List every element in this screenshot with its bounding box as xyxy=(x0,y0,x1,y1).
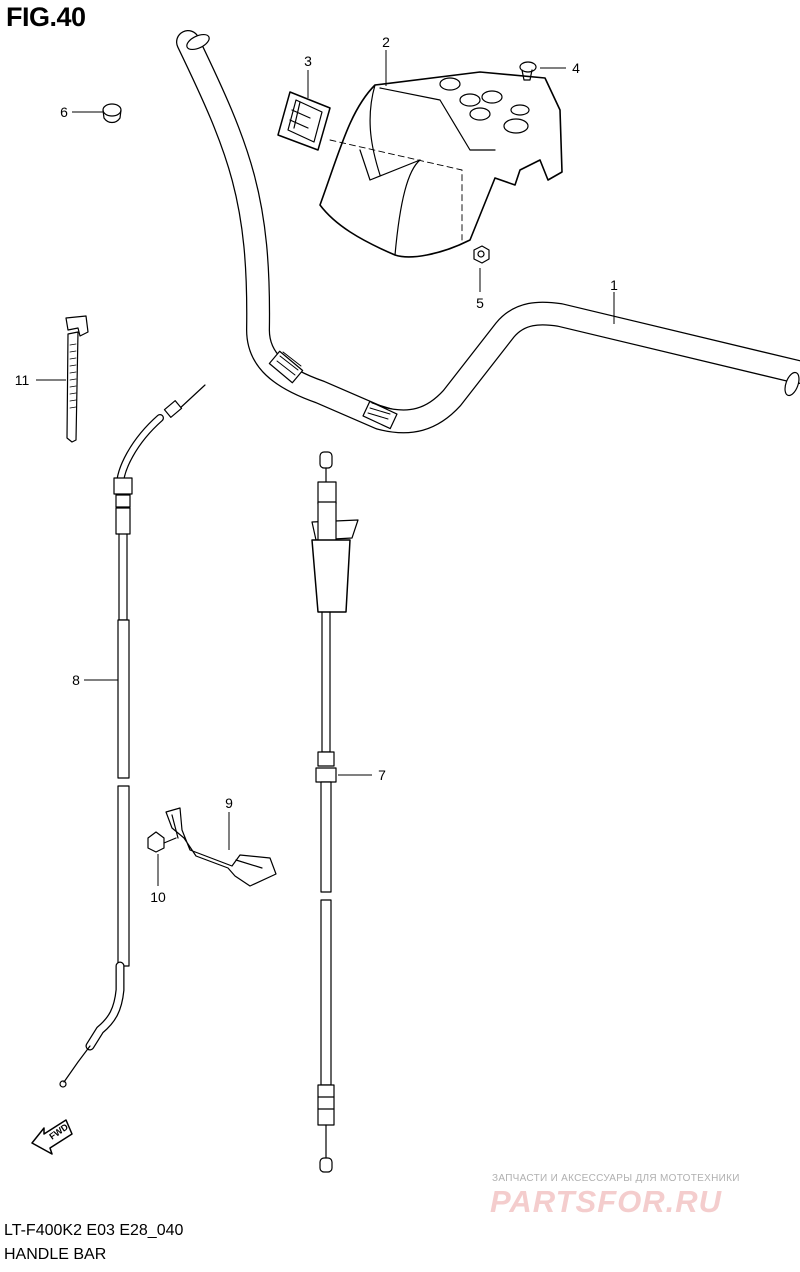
callout-7: 7 xyxy=(378,767,386,783)
brake-cable-drawing xyxy=(59,384,206,1088)
figure-title: FIG.40 xyxy=(6,2,86,32)
cable-guide-drawing xyxy=(165,807,277,887)
model-code: LT-F400K2 E03 E28_040 xyxy=(4,1222,184,1239)
callout-6: 6 xyxy=(60,104,68,120)
bolt-drawing xyxy=(147,831,177,853)
nut-drawing xyxy=(473,245,490,264)
fwd-arrow-icon xyxy=(31,1119,73,1155)
callout-2: 2 xyxy=(382,34,390,50)
callout-5: 5 xyxy=(476,295,484,311)
handlebar-cover-drawing xyxy=(319,71,563,258)
callout-9: 9 xyxy=(225,795,233,811)
callout-4: 4 xyxy=(572,60,580,76)
cap-drawing xyxy=(102,103,122,124)
callout-11: 11 xyxy=(15,372,30,388)
callout-1: 1 xyxy=(610,277,618,293)
watermark-logo: PARTSFOR.RU xyxy=(490,1184,723,1219)
callout-8: 8 xyxy=(72,672,80,688)
screw-drawing xyxy=(519,61,537,81)
section-name: HANDLE BAR xyxy=(4,1246,107,1263)
watermark-tagline: ЗАПЧАСТИ И АКСЕССУАРЫ ДЛЯ МОТОТЕХНИКИ xyxy=(492,1173,740,1184)
clamp-drawing xyxy=(65,315,89,443)
emblem-drawing xyxy=(277,91,331,151)
callout-3: 3 xyxy=(304,53,312,69)
throttle-cable-drawing xyxy=(311,451,359,1173)
callout-10: 10 xyxy=(150,889,166,905)
handlebar-drawing xyxy=(176,30,800,434)
